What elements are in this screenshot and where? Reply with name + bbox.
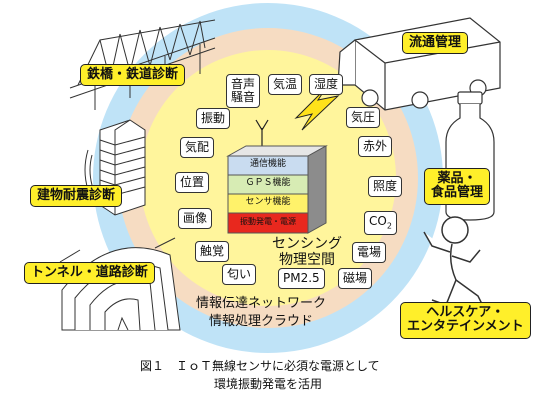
app-food-drug: 薬品・ 食品管理 bbox=[424, 168, 491, 205]
app-building-seismic: 建物耐震診断 bbox=[30, 185, 123, 208]
sensor-temperature: 気温 bbox=[268, 74, 303, 96]
sensor-sound: 音声 騒音 bbox=[226, 74, 261, 109]
tunnel-illustration bbox=[59, 237, 181, 331]
sensor-touch: 触覚 bbox=[195, 241, 230, 263]
sensor-odor: 匂い bbox=[222, 264, 257, 286]
network-cloud-label: 情報伝達ネットワーク 情報処理クラウド bbox=[196, 296, 327, 329]
figure-caption-line1: 図１ ＩｏＴ無線センサに必須な電源として bbox=[140, 359, 380, 373]
app-logistics: 流通管理 bbox=[402, 32, 469, 55]
sensor-vibration: 振動 bbox=[196, 108, 231, 130]
layer-power-label: 振動発電・電源 bbox=[240, 217, 296, 226]
sensor-magnetic-field: 磁場 bbox=[338, 268, 373, 290]
app-healthcare-entertainment: ヘルスケア・ エンタテインメント bbox=[400, 302, 531, 339]
sensor-position: 位置 bbox=[175, 172, 210, 194]
layer-sensor-label: センサ機能 bbox=[245, 197, 291, 207]
co2-subscript: 2 bbox=[386, 221, 392, 231]
antenna bbox=[255, 119, 269, 148]
layer-gps-label: ＧＰＳ機能 bbox=[245, 178, 291, 188]
sensor-humidity: 湿度 bbox=[309, 74, 344, 96]
sensor-electric-field: 電場 bbox=[352, 242, 387, 264]
sensor-infrared: 赤外 bbox=[358, 136, 393, 158]
sensor-co2: CO2 bbox=[364, 211, 397, 236]
sensor-pressure: 気圧 bbox=[346, 107, 381, 129]
figure-caption-line2: 環境振動発電を活用 bbox=[214, 377, 323, 391]
sensor-pm25: PM2.5 bbox=[278, 268, 325, 290]
co2-text: CO bbox=[369, 214, 387, 228]
sensing-space-label: センシング 物理空間 bbox=[272, 236, 342, 269]
sensor-presence: 気配 bbox=[180, 137, 215, 159]
app-tunnel-road: トンネル・道路診断 bbox=[24, 262, 155, 285]
app-bridge-railway: 鉄橋・鉄道診断 bbox=[80, 64, 186, 87]
sensor-image: 画像 bbox=[178, 208, 213, 230]
sensor-stack bbox=[226, 145, 328, 234]
layer-comm-label: 通信機能 bbox=[249, 159, 286, 169]
sensor-illuminance: 照度 bbox=[368, 176, 403, 198]
